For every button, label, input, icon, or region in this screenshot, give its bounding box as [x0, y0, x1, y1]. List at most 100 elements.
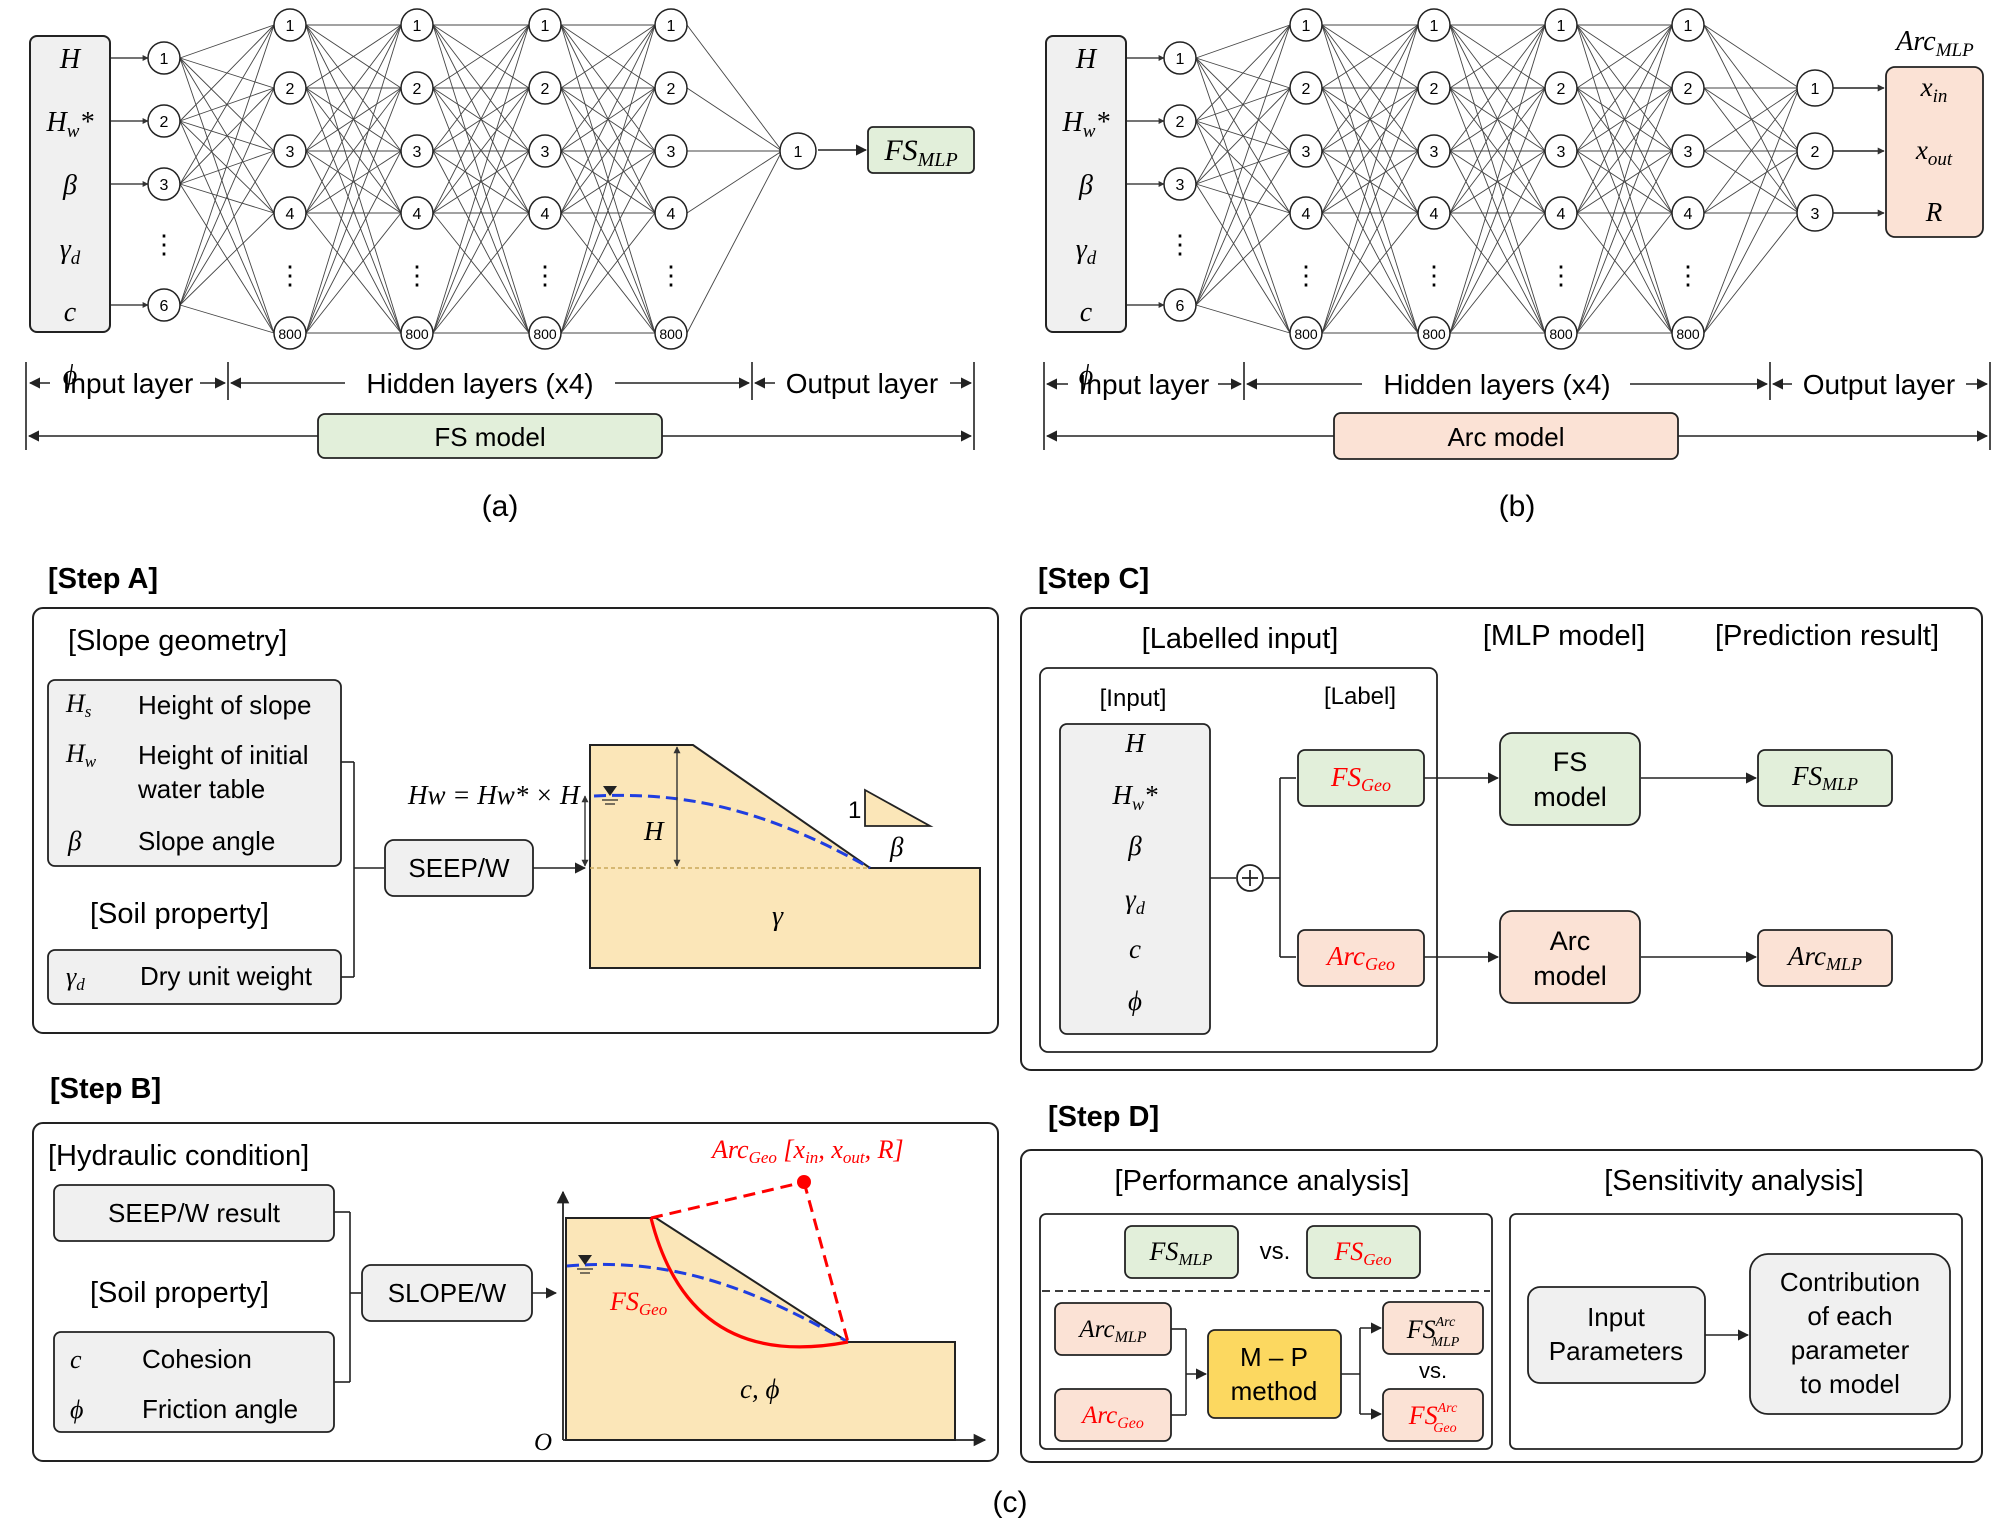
input-node-b-2: [1163, 167, 1197, 201]
contribution-box: [1749, 1253, 1951, 1415]
input-var-5: ϕ: [1079, 360, 1094, 391]
step-a: [Step A] [Slope geometry] Hs Height of s…: [32, 563, 999, 1034]
hidden-node-a-3-1: [654, 71, 688, 105]
hidden-node-a-2-1-label: 2: [541, 81, 550, 98]
edge-b: [1703, 87, 1800, 152]
hidden-node-b-2-2-label: 3: [1557, 144, 1566, 161]
output-node-a-0-label: 1: [794, 144, 803, 161]
hidden-dots-a-0: ⋮: [277, 260, 303, 290]
input-node-b-4: [1163, 288, 1197, 322]
fs-geo-label-c: FSGeo: [1330, 762, 1391, 795]
ratio-beta-label: β: [889, 832, 904, 862]
hidden-node-a-0-0: [273, 8, 307, 42]
input-parameters-box: [1527, 1286, 1706, 1384]
fs-model-box-c: [1499, 732, 1641, 826]
hidden-node-a-0-1-label: 2: [286, 81, 295, 98]
edge-b: [1321, 24, 1419, 334]
gamma-label-a: γ: [772, 901, 784, 932]
hidden-node-a-1-2: [400, 134, 434, 168]
hidden-node-a-1-5-label: 800: [405, 326, 429, 342]
step-d: [Step D] [Performance analysis] [Sensiti…: [1020, 1101, 1983, 1463]
edge-b: [1195, 24, 1291, 122]
mp-method-line2: method: [1231, 1376, 1318, 1406]
fs-model-c-line2: model: [1533, 782, 1607, 812]
fs-geo-compare-box: [1306, 1225, 1421, 1279]
hidden-node-b-0-5: [1289, 316, 1323, 350]
slope-geometry-box: [47, 679, 342, 867]
edge-a: [179, 87, 275, 185]
hidden-node-a-0-5-label: 800: [278, 326, 302, 342]
step-d-title: [Step D]: [1048, 1101, 1159, 1133]
edge-b: [1195, 304, 1291, 334]
geom-sym-hs: Hs: [65, 689, 92, 721]
hidden-node-b-3-2-label: 3: [1684, 144, 1693, 161]
geom-text-height-water-1: Height of initial: [138, 740, 309, 770]
hidden-node-b-1-5: [1417, 316, 1451, 350]
edge-b: [1576, 150, 1673, 334]
hidden-node-a-0-2: [273, 134, 307, 168]
input-var-5: ϕ: [63, 360, 78, 391]
input-node-a-0-label: 1: [160, 51, 169, 68]
edge-b: [1449, 87, 1546, 214]
fs-mlp-output-label: FSMLP: [883, 134, 957, 171]
input-var-4: c: [64, 297, 77, 328]
edge-b: [1195, 183, 1291, 214]
hidden-dots-b-0: ⋮: [1293, 260, 1319, 290]
edge-a: [686, 150, 783, 214]
hidden-node-a-1-2-label: 3: [413, 144, 422, 161]
input-head: [Input]: [1100, 685, 1167, 712]
geom-text-height-slope: Height of slope: [138, 690, 311, 720]
arc-mlp-title: ArcMLP: [1894, 26, 1974, 61]
edge-a: [686, 24, 783, 152]
labelled-input-title: [Labelled input]: [1142, 623, 1339, 655]
edge-b: [1321, 87, 1419, 334]
seep-w-label: SEEP/W: [408, 853, 510, 883]
hidden-node-a-2-1: [528, 71, 562, 105]
input-node-b-0-label: 1: [1176, 51, 1185, 68]
output-node-b-0-label: 1: [1811, 81, 1820, 98]
input-node-a-2: [147, 167, 181, 201]
fs-geo-compare-label: FSGeo: [1333, 1237, 1391, 1269]
step-b: [Step B] [Hydraulic condition] SEEP/W re…: [32, 1073, 999, 1462]
fs-mlp-output-box: [867, 126, 975, 174]
hidden-node-b-0-5-label: 800: [1294, 326, 1318, 342]
input-node-a-0: [147, 41, 181, 75]
step-c-input-3: γd: [1125, 884, 1146, 918]
input-var-1: Hw*: [1062, 107, 1110, 142]
edge-b: [1195, 150, 1291, 306]
edge-b: [1703, 150, 1800, 334]
input-node-a-4: [147, 288, 181, 322]
output-node-b-2-label: 3: [1811, 206, 1820, 223]
edge-a: [179, 24, 275, 122]
input-node-b-4-label: 6: [1176, 298, 1185, 315]
edge-b: [1195, 120, 1291, 214]
mp-method-line1: M – P: [1240, 1342, 1308, 1372]
edge-a: [432, 24, 530, 89]
arc-geo-label-c: ArcGeo: [1325, 941, 1395, 974]
output-layer-label-a: Output layer: [786, 368, 939, 399]
edge-a: [179, 24, 275, 59]
arc-geo-label: ArcGeo [xin, xout, R]: [710, 1135, 904, 1167]
edge-a: [305, 24, 402, 214]
hidden-dots-b-2: ⋮: [1548, 260, 1574, 290]
input-var-4: c: [1080, 297, 1093, 328]
water-table-line-a: [593, 793, 871, 870]
edge-b: [1449, 150, 1546, 214]
hidden-node-b-0-1: [1289, 71, 1323, 105]
edge-b: [1195, 150, 1291, 185]
slope-w-box: [361, 1264, 533, 1322]
hidden-node-b-0-2: [1289, 134, 1323, 168]
input-node-b-1-label: 2: [1176, 114, 1185, 131]
hidden-node-b-2-1: [1544, 71, 1578, 105]
hidden-dots-a-1: ⋮: [404, 260, 430, 290]
edge-b: [1321, 24, 1419, 152]
hidden-node-a-1-1: [400, 71, 434, 105]
step-c-input-4: c: [1129, 934, 1141, 964]
fs-arc-mlp-box: [1382, 1301, 1484, 1355]
geom-text-height-water-2: water table: [137, 774, 265, 804]
